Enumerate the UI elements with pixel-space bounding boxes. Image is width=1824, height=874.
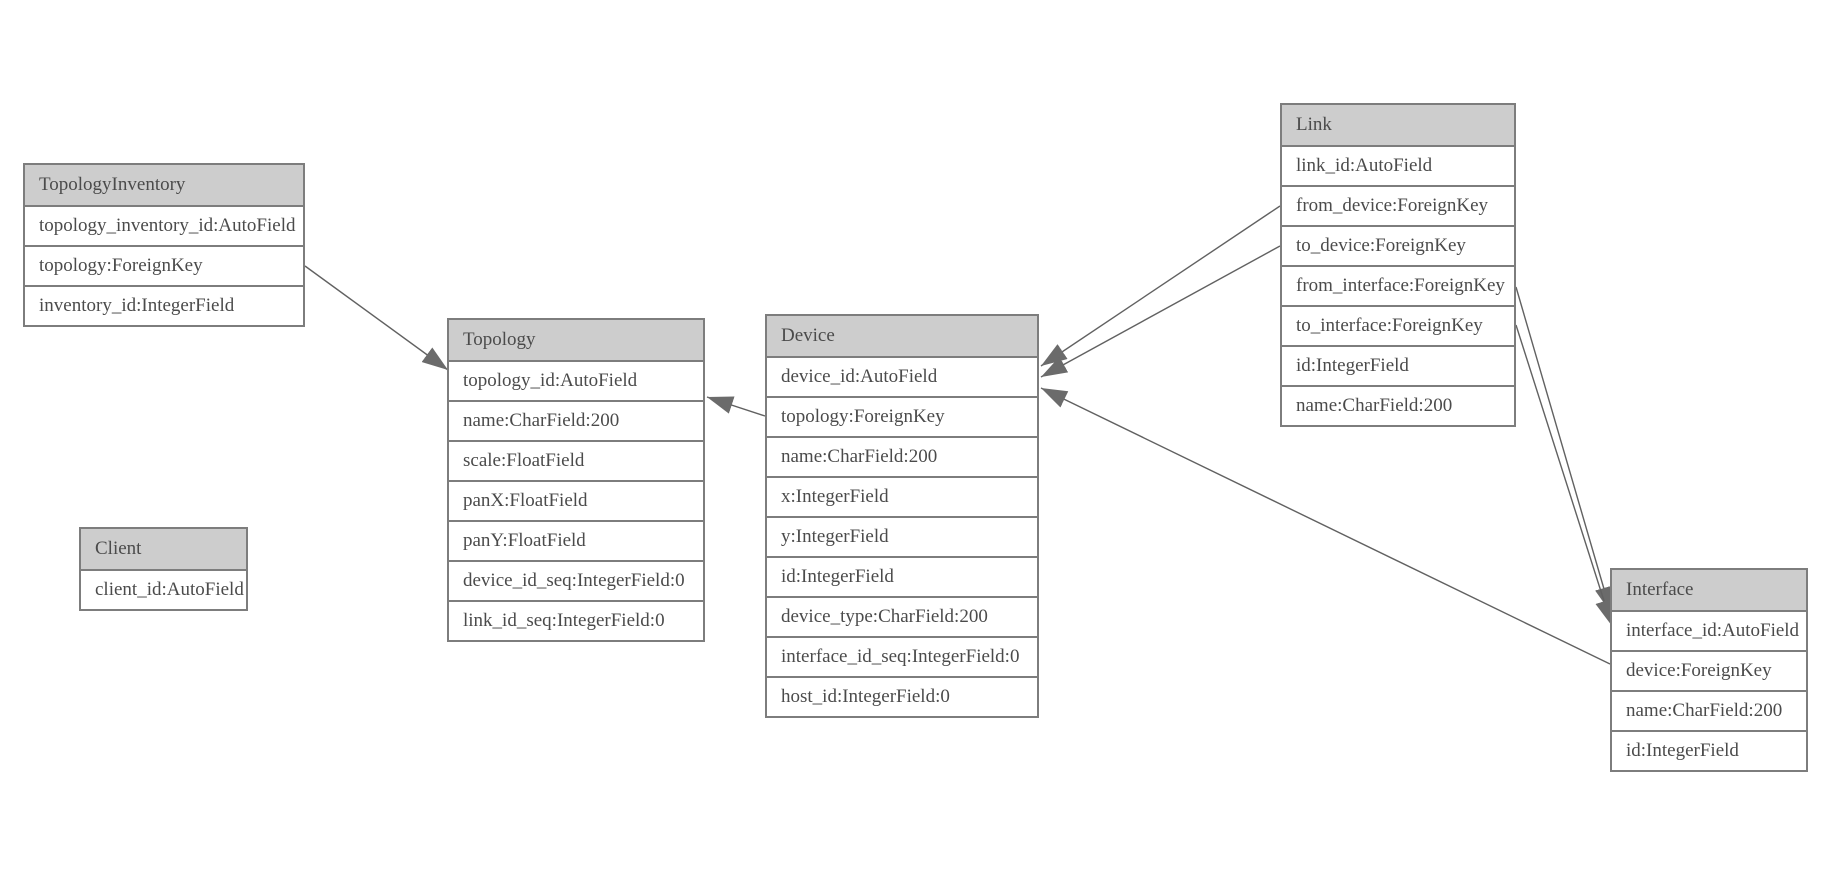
entity-title: Topology — [449, 320, 703, 362]
entity-field: interface_id:AutoField — [1612, 612, 1806, 652]
entity-field: panY:FloatField — [449, 522, 703, 562]
entity-field: to_device:ForeignKey — [1282, 227, 1514, 267]
entity-field: id:IntegerField — [1282, 347, 1514, 387]
entity-field: name:CharField:200 — [449, 402, 703, 442]
entity-title: Interface — [1612, 570, 1806, 612]
entity-field: link_id_seq:IntegerField:0 — [449, 602, 703, 640]
entity-title: Client — [81, 529, 246, 571]
entity-field: topology_inventory_id:AutoField — [25, 207, 303, 247]
edge-interface-device-to-device — [1040, 387, 1611, 665]
entity-field: host_id:IntegerField:0 — [767, 678, 1037, 716]
edge-link-to_interface-to-interface — [1515, 324, 1613, 627]
entity-field: interface_id_seq:IntegerField:0 — [767, 638, 1037, 678]
entity-field: y:IntegerField — [767, 518, 1037, 558]
entity-field: name:CharField:200 — [1612, 692, 1806, 732]
edge-device-topology-to-topology — [706, 396, 766, 417]
entity-title: Link — [1282, 105, 1514, 147]
entity-field: device_id_seq:IntegerField:0 — [449, 562, 703, 602]
entity-field: to_interface:ForeignKey — [1282, 307, 1514, 347]
entity-field: name:CharField:200 — [1282, 387, 1514, 425]
entity-field: id:IntegerField — [767, 558, 1037, 598]
edge-link-from_interface-to-interface — [1515, 286, 1613, 614]
entity-field: from_device:ForeignKey — [1282, 187, 1514, 227]
entity-field: topology:ForeignKey — [25, 247, 303, 287]
entity-field: topology:ForeignKey — [767, 398, 1037, 438]
entity-field: id:IntegerField — [1612, 732, 1806, 770]
entity-field: device_id:AutoField — [767, 358, 1037, 398]
edge-link-from_device-to-device — [1040, 205, 1281, 367]
entity-field: inventory_id:IntegerField — [25, 287, 303, 325]
entity-field: client_id:AutoField — [81, 571, 246, 609]
entity-field: name:CharField:200 — [767, 438, 1037, 478]
entity-title: TopologyInventory — [25, 165, 303, 207]
entity-field: device_type:CharField:200 — [767, 598, 1037, 638]
entity-field: device:ForeignKey — [1612, 652, 1806, 692]
entity-title: Device — [767, 316, 1037, 358]
edge-link-to_device-to-device — [1040, 245, 1281, 378]
entity-field: scale:FloatField — [449, 442, 703, 482]
entity-field: link_id:AutoField — [1282, 147, 1514, 187]
edge-topologyinventory-topology-to-topology — [304, 265, 449, 371]
entity-field: topology_id:AutoField — [449, 362, 703, 402]
entity-field: panX:FloatField — [449, 482, 703, 522]
entity-field: x:IntegerField — [767, 478, 1037, 518]
entity-field: from_interface:ForeignKey — [1282, 267, 1514, 307]
